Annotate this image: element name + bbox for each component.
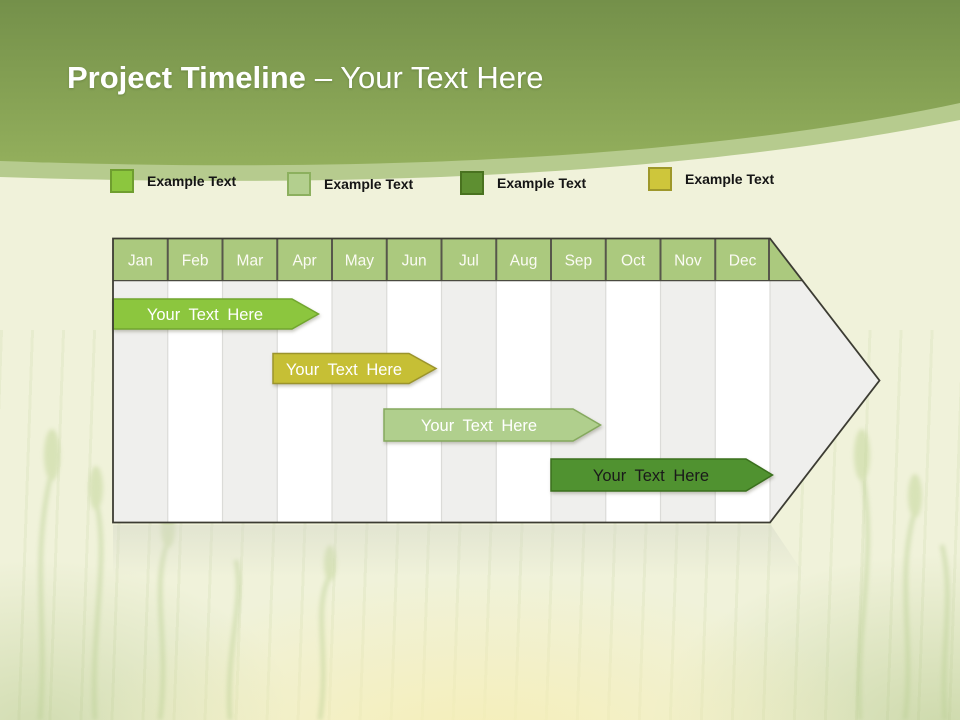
month-label: Feb [182, 253, 209, 270]
timeline-bar-3: Your Text Here [383, 408, 602, 442]
month-label: Dec [729, 253, 757, 270]
month-label: Jun [402, 253, 427, 270]
legend-swatch-icon [287, 172, 311, 196]
bar-label: Your Text Here [421, 417, 537, 435]
legend-item-1: Example Text [110, 169, 236, 193]
bar-label: Your Text Here [593, 467, 709, 485]
month-label: Aug [510, 253, 538, 270]
month-label: Oct [621, 253, 646, 270]
month-label: Jul [459, 253, 479, 270]
legend-label: Example Text [685, 171, 775, 187]
timeline-chart: Jan Feb Mar Apr May Jun Jul Aug Sep Oct … [112, 237, 881, 524]
bar-label: Your Text Here [147, 306, 263, 324]
month-label: Apr [293, 253, 317, 270]
month-label: Mar [237, 253, 264, 270]
month-label: May [345, 253, 375, 270]
month-header: Jan Feb Mar Apr May Jun Jul Aug Sep Oct … [113, 238, 803, 282]
legend-label: Example Text [324, 176, 414, 192]
month-label: Nov [674, 253, 702, 270]
bar-label: Your Text Here [286, 361, 402, 379]
month-labels: Jan Feb Mar Apr May Jun Jul Aug Sep Oct … [128, 253, 757, 270]
legend-label: Example Text [147, 173, 237, 189]
month-label: Sep [565, 253, 593, 270]
legend-label: Example Text [497, 175, 587, 191]
legend-swatch-icon [460, 171, 484, 195]
legend-item-2: Example Text [287, 172, 413, 196]
header-green-band [0, 0, 960, 181]
legend-item-4: Example Text [648, 167, 774, 191]
title-suffix: – Your Text Here [314, 60, 544, 95]
timeline-arrow-outline [112, 237, 881, 524]
legend-swatch-icon [648, 167, 672, 191]
page-title: Project Timeline– Your Text Here [67, 60, 544, 96]
chart-reflection [113, 525, 806, 577]
month-label: Jan [128, 253, 153, 270]
curve-main-green [0, 0, 960, 166]
legend-item-3: Example Text [460, 171, 586, 195]
title-main: Project Timeline [67, 60, 306, 95]
timeline-bar-4: Your Text Here [550, 458, 774, 492]
timeline-bar-1: Your Text Here [112, 298, 321, 330]
timeline-bar-2: Your Text Here [272, 352, 438, 385]
legend-swatch-icon [110, 169, 134, 193]
